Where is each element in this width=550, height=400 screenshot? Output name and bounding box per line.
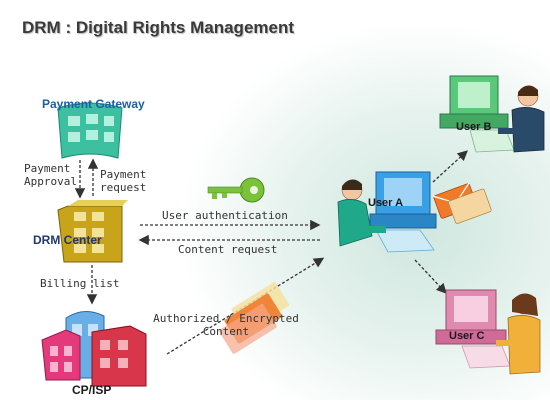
- cp-isp-icon: [41, 311, 147, 387]
- billing-list-label: Billing list: [40, 277, 120, 290]
- user-c-label: User C: [449, 330, 485, 342]
- payment-request-line1: Payment: [100, 168, 147, 181]
- drm-center-icon: [57, 200, 128, 263]
- encrypted-content-line2: Content: [202, 325, 250, 338]
- drm-center-label: DRM Center: [33, 233, 102, 247]
- user-b-label: User B: [456, 121, 492, 133]
- cp-isp-label: CP/ISP: [72, 383, 112, 397]
- payment-approval-label: Payment Approval: [24, 162, 77, 188]
- diagram-title: DRM : Digital Rights Management: [22, 18, 295, 37]
- user-c-person-icon: [496, 293, 541, 375]
- envelope-icon: [433, 182, 492, 224]
- payment-approval-line2: Approval: [24, 175, 77, 188]
- key-icon: [207, 177, 265, 203]
- payment-request-line2: request: [100, 181, 147, 194]
- user-c-computer-icon: [435, 289, 511, 369]
- user-b-person-icon: [498, 85, 545, 153]
- payment-gateway-label: Payment Gateway: [42, 97, 145, 111]
- user-a-computer-icon: [369, 171, 437, 253]
- encrypted-content-label: Authorized / Encrypted Content: [146, 312, 306, 338]
- encrypted-content-line1: Authorized / Encrypted: [153, 312, 299, 325]
- content-request-label: Content request: [178, 243, 278, 256]
- user-a-label: User A: [368, 197, 404, 209]
- user-c-distribution-arrow: [414, 259, 447, 294]
- payment-gateway-icon: [57, 102, 123, 159]
- user-b-distribution-arrow: [432, 150, 468, 183]
- encrypted-content-envelope-icon: [219, 282, 290, 354]
- user-b-computer-icon: [439, 75, 515, 153]
- payment-approval-line1: Payment: [24, 162, 71, 175]
- user-a-person-icon: [337, 179, 386, 247]
- user-authentication-label: User authentication: [162, 209, 288, 222]
- payment-request-label: Payment request: [100, 168, 146, 194]
